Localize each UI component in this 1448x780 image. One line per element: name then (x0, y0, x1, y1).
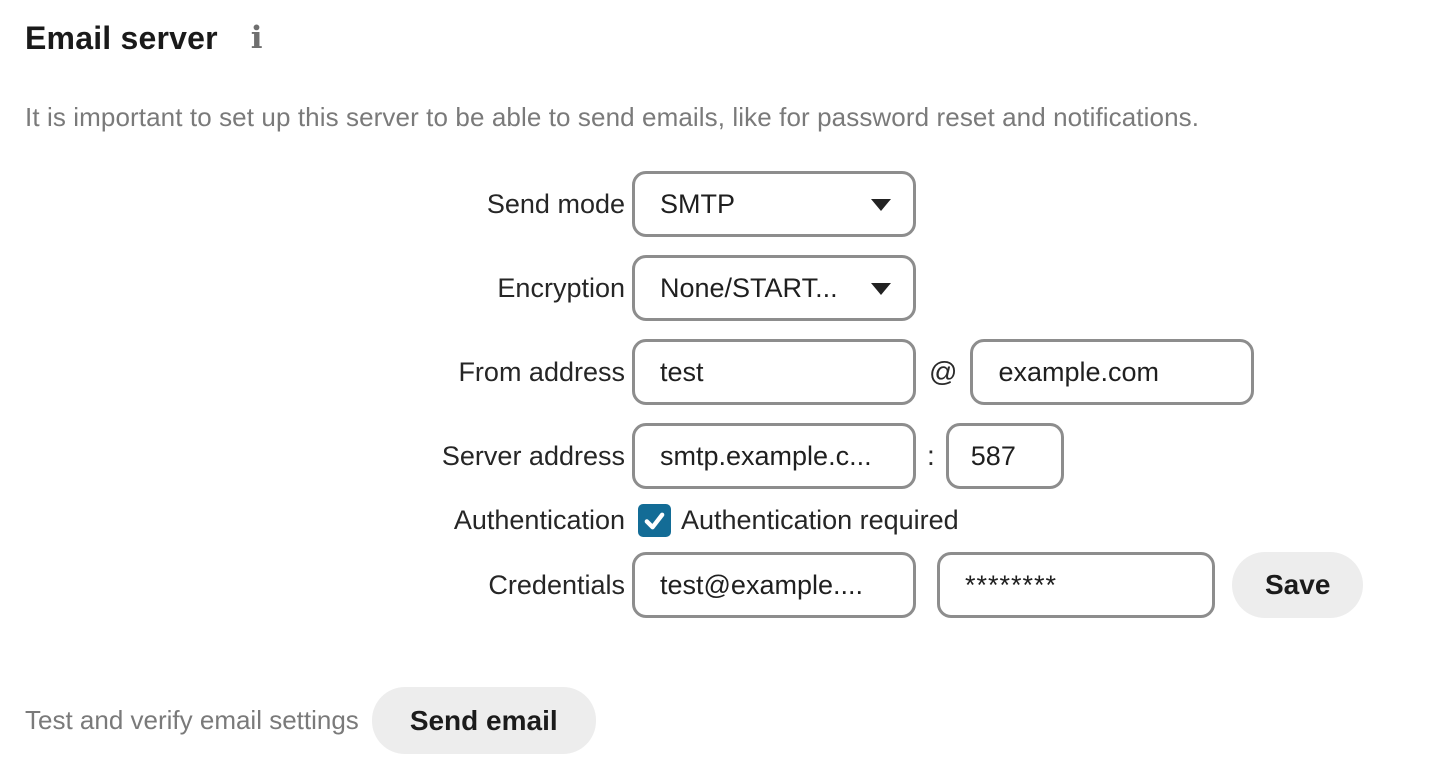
page-title: Email server (25, 20, 218, 56)
send-mode-select[interactable]: SMTP (632, 171, 916, 238)
form-row-server-address: Server address : (25, 423, 1448, 490)
send-mode-selected-value: SMTP (660, 188, 736, 219)
authentication-required-label[interactable]: Authentication required (681, 505, 959, 536)
credentials-password-input[interactable] (937, 552, 1215, 619)
form-row-authentication: Authentication Authentication required (25, 504, 1448, 538)
credentials-label: Credentials (488, 569, 625, 600)
send-email-button[interactable]: Send email (371, 687, 596, 755)
test-email-label: Test and verify email settings (25, 705, 359, 736)
dropdown-arrow-icon (871, 283, 891, 296)
test-email-section: Test and verify email settings Send emai… (25, 687, 1448, 755)
encryption-selected-value: None/START... (660, 272, 838, 303)
from-address-domain-input[interactable] (970, 339, 1255, 406)
form-row-from-address: From address @ (25, 339, 1448, 406)
section-header: Email server i (25, 18, 1448, 58)
authentication-required-checkbox[interactable] (638, 504, 671, 538)
email-server-settings-section: Email server i It is important to set up… (25, 18, 1448, 755)
info-icon[interactable]: i (250, 20, 263, 56)
port-separator: : (927, 440, 935, 472)
dropdown-arrow-icon (871, 199, 891, 212)
server-address-port-input[interactable] (945, 423, 1064, 490)
form-row-encryption: Encryption None/START... (25, 255, 1448, 322)
email-server-form: Send mode SMTP Encryption None/START... … (25, 171, 1448, 619)
at-separator: @ (929, 356, 958, 388)
form-row-send-mode: Send mode SMTP (25, 171, 1448, 238)
from-address-label: From address (458, 356, 625, 387)
encryption-select[interactable]: None/START... (632, 255, 916, 322)
server-address-host-input[interactable] (632, 423, 916, 490)
checkmark-icon (644, 512, 665, 530)
server-address-label: Server address (441, 440, 625, 471)
from-address-local-input[interactable] (632, 339, 916, 406)
send-mode-label: Send mode (486, 188, 625, 219)
encryption-label: Encryption (497, 272, 625, 303)
credentials-username-input[interactable] (632, 552, 916, 619)
section-description: It is important to set up this server to… (25, 102, 1200, 133)
save-button[interactable]: Save (1232, 552, 1364, 619)
form-row-credentials: Credentials Save (25, 552, 1448, 619)
authentication-label: Authentication (453, 505, 625, 536)
